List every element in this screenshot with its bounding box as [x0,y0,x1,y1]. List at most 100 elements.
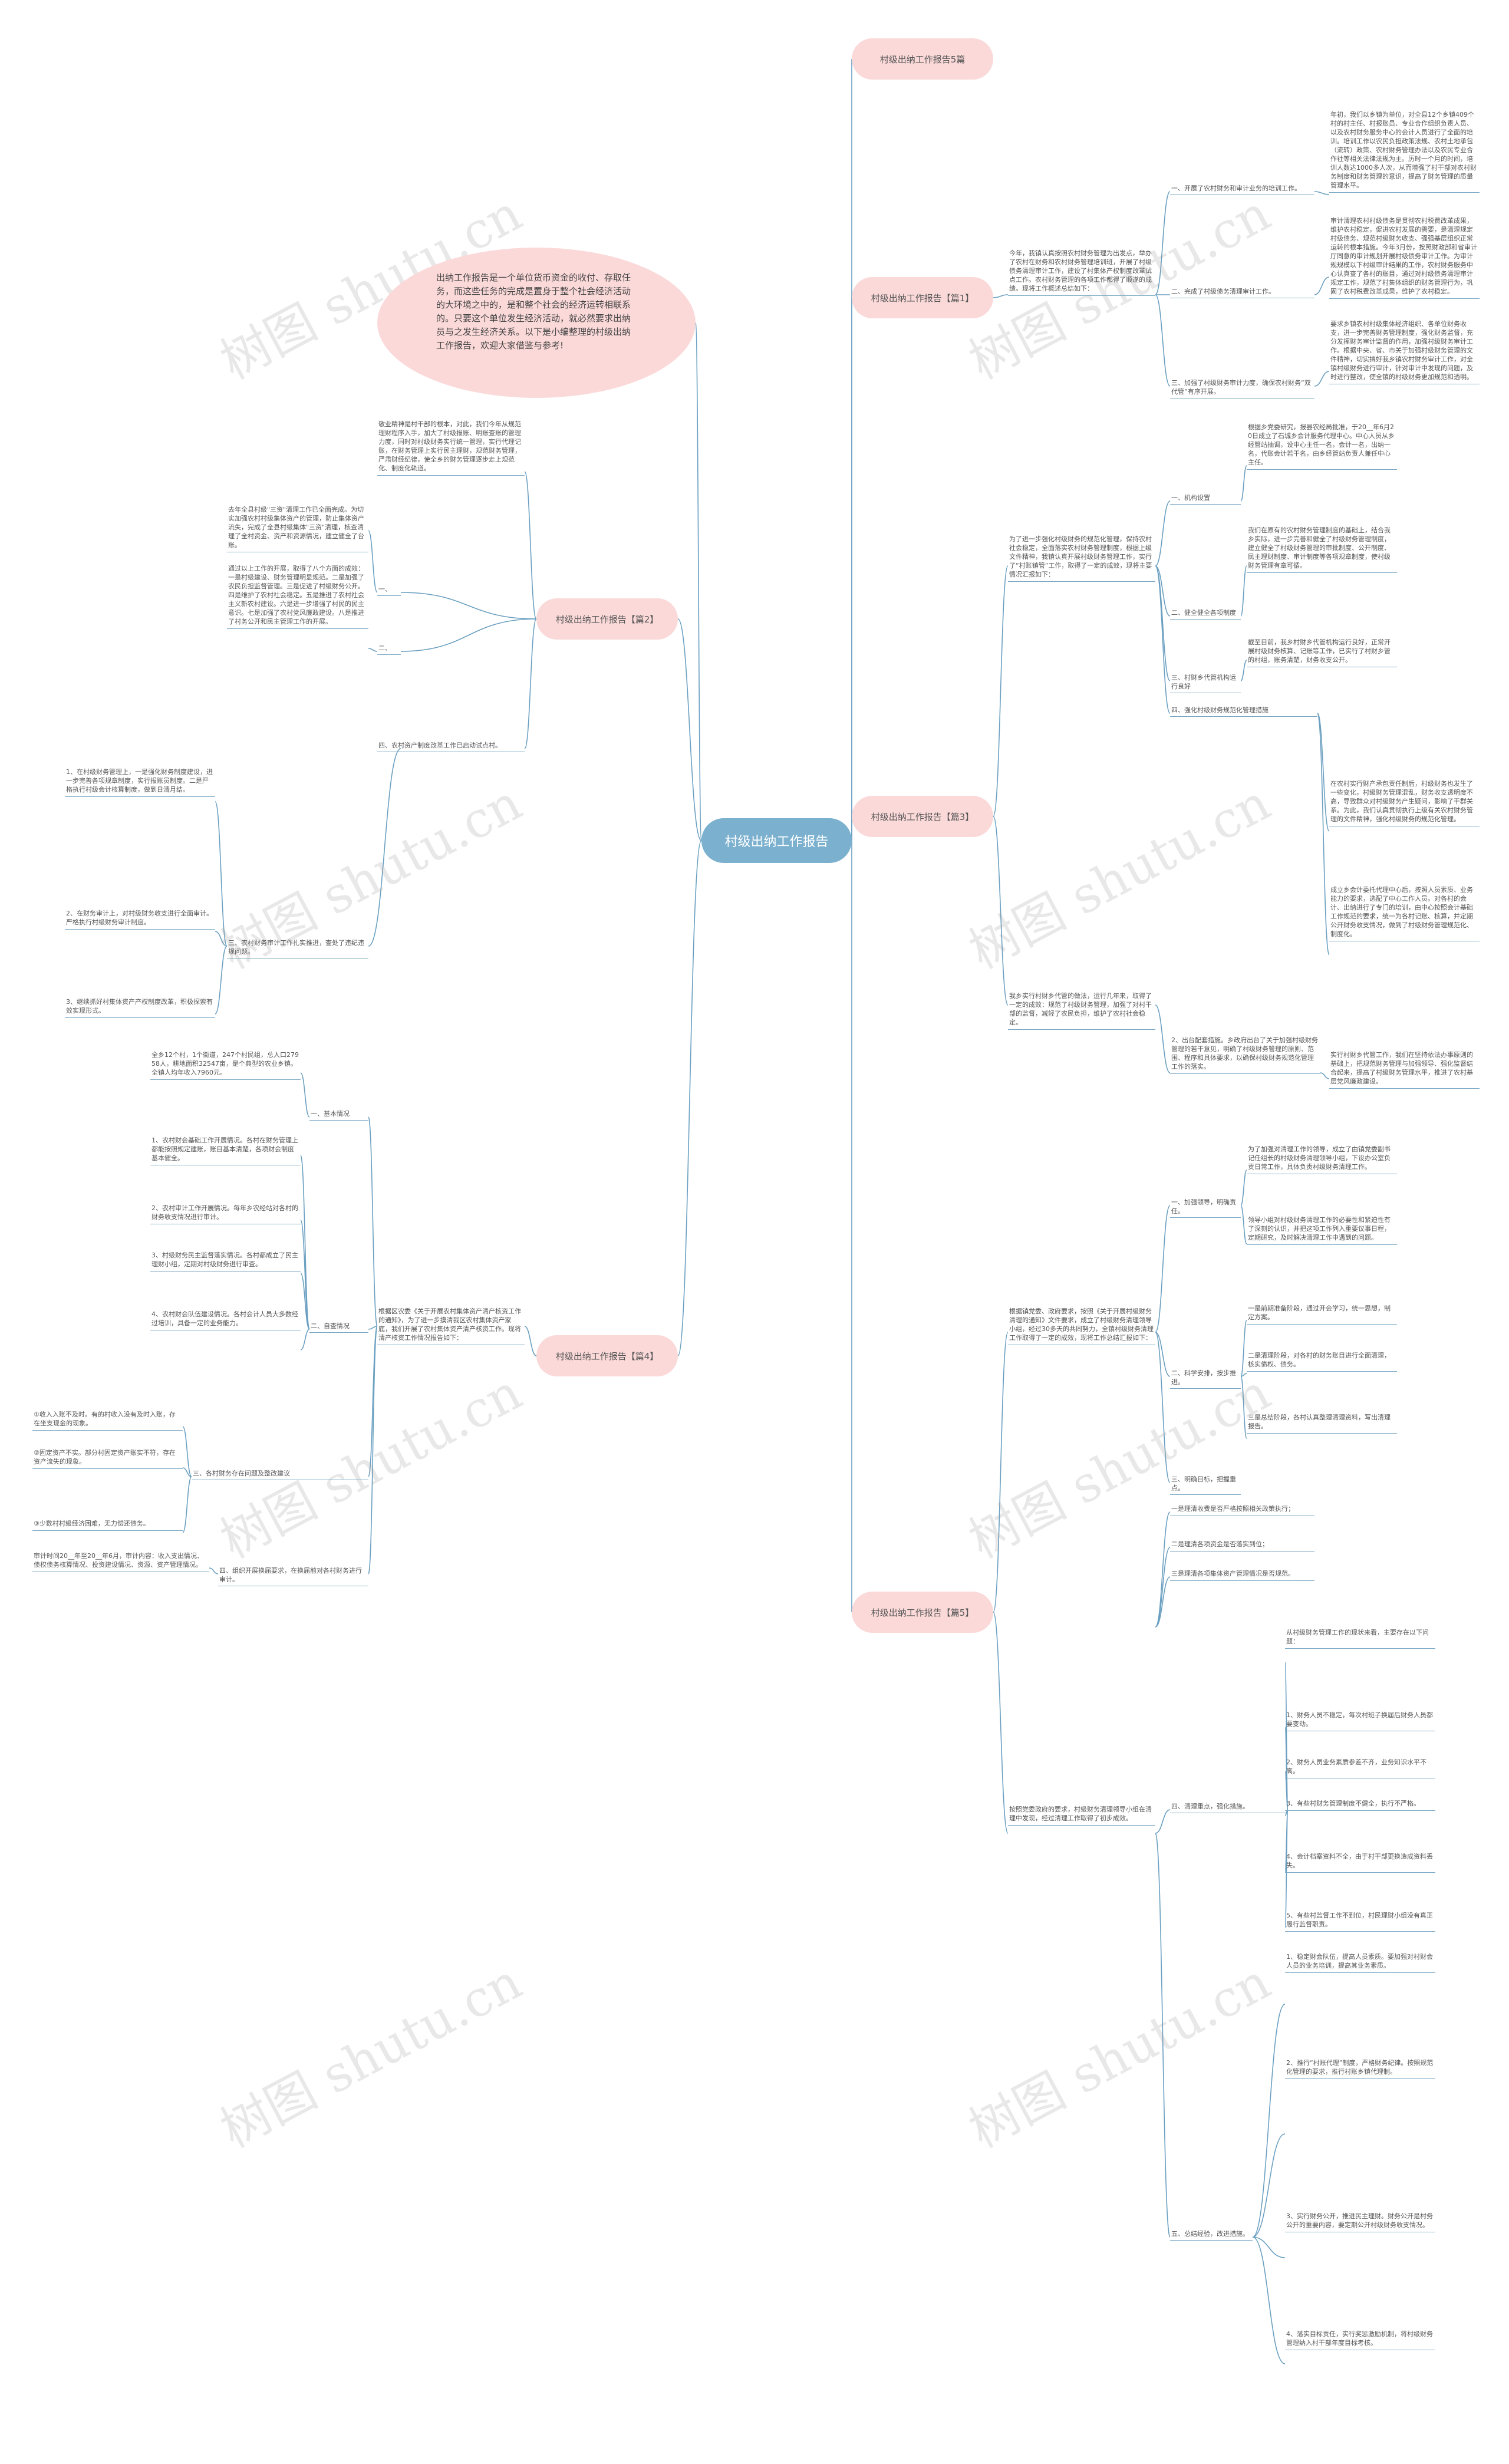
connector-line [524,471,537,620]
p5-text-5: 三是总结阶段，各村认真整理清理资料，写出清理报告。 [1247,1412,1397,1434]
connector-line [677,618,702,841]
connector-line [1155,1809,1171,1834]
p4-text-4: 审计时间20__年至20__年6月，审计内容：收入支出情况、债权债务核算情况、投… [32,1550,209,1572]
p4-child-3: 3、村级财务民主监督落实情况。各村都成立了民主理财小组，定期对村级财务进行审查。 [150,1250,301,1271]
center-node[interactable]: 村级出纳工作报告 [701,818,852,863]
connector-line [1155,1004,1171,1073]
p4-text-1: 全乡12个村，1个街道，247个村民组，总人口27958人，耕地面积32547亩… [150,1049,301,1080]
branch-article-4[interactable]: 村级出纳工作报告【篇4】 [536,1335,678,1376]
p3-text-1: 根据乡党委研究，报县农经局批准，于20__年6月20日成立了石城乡会计服务代理中… [1247,421,1397,470]
p4-section-3: 三、各村财务存在问题及整改建议 [192,1468,368,1480]
connector-line [300,1329,310,1350]
connector-line [993,1612,1009,1834]
p1-section-3: 三、加强了村级财务审计力度，确保农村财务“双代管”有序开展。 [1170,377,1314,398]
connector-line [1240,565,1247,617]
connector-line [1252,2236,1286,2364]
p1-text-1: 年初，我们以乡镇为单位，对全县12个乡镇409个村的村主任、村报账员、专业合作组… [1329,109,1480,193]
connector-line [1155,1833,1171,2238]
connector-line [1317,713,1330,832]
connector-line [300,1273,310,1330]
connector-line [677,840,702,1356]
p3-intro: 为了进一步强化村级财务的规范化管理，保持农村社会稳定，全面落实农村财务管理制度，… [1008,533,1155,582]
branch-article-2[interactable]: 村级出纳工作报告【篇2】 [536,598,678,640]
connector-line [1155,1332,1171,1377]
p4-section-4: 四、组织开展换届要求，在换届前对各村财务进行审计。 [218,1565,368,1586]
p1-section-2: 二、完成了村级债务清理审计工作。 [1170,286,1314,298]
branch-article-1[interactable]: 村级出纳工作报告【篇1】 [852,277,993,318]
p5-text-3: 一是前期准备阶段，通过开会学习，统一思想，制定方案。 [1247,1303,1397,1325]
connector-line [1320,1072,1330,1079]
p4-section-1: 一、基本情况 [309,1108,368,1121]
connector-line [524,618,537,749]
p5-measure-1: 1、稳定财会队伍，提高人员素质。要加强对村财会人员的业务培训，提高其业务素质。 [1285,1951,1435,1973]
p5-section-4: 四、清理重点，强化措施。 [1170,1801,1288,1813]
connector-line [1240,1376,1247,1439]
connector-line [1155,565,1171,681]
p5-text-4: 二是清理阶段，对各村的财务账目进行全面清理，核实债权、债务。 [1247,1350,1397,1372]
branch-title-5[interactable]: 村级出纳工作报告5篇 [852,38,993,80]
connector-line [1155,1576,1171,1628]
p4-child-2: 2、农村审计工作开展情况。每年乡农经站对各村的财务收支情况进行审计。 [150,1203,301,1224]
p3-text-3: 截至目前，我乡村财乡代管机构运行良好，正常开展村级财务核算、记账等工作，已实行了… [1247,637,1397,667]
summary-node[interactable]: 出纳工作报告是一个单位货币资金的收付、存取任务，而这些任务的完成是置身于整个社会… [377,248,696,398]
p4-issue-3: ③少数村村级经济困难，无力偿还债务。 [32,1518,183,1531]
p4-issue-2: ②固定资产不实。部分村固定资产账实不符，存在资产流失的现象。 [32,1447,183,1469]
connector-line [368,748,401,947]
connector-line [368,1326,378,1330]
p3-text-8: 实行村财乡代管工作，我们在坚持依法办事原则的基础上，把规范财务管理与加强领导、强… [1329,1049,1480,1089]
p3-section-1: 一、机构设置 [1170,492,1241,505]
connector-line [1155,1547,1171,1628]
p5-section-5: 五、总结经验，改进措施。 [1170,2228,1253,2241]
p2-text-1: 去年全县村级"三资"清理工作已全面完成。为切实加强农村村级集体资产的管理，防止集… [227,504,368,552]
p5-measure-4: 4、落实目标责任，实行奖惩激励机制，将村级财务管理纳入村干部年度目标考核。 [1285,2328,1435,2350]
connector-line [1284,1771,1289,1810]
p5-section-2: 二、科学安排，按步推进。 [1170,1368,1241,1389]
p1-text-2: 审计清理农村村级债务是贯彻农村税费改革成果，维护农村稳定，促进农村发展的需要，是… [1329,215,1480,299]
branch-article-3[interactable]: 村级出纳工作报告【篇3】 [852,796,993,837]
p5-problem-2: 1、财务人员不稳定，每次村班子换届后财务人员都要变动。 [1285,1709,1435,1731]
p2-section-4: 四、农村资产制度改革工作已启动试点村。 [377,740,525,752]
connector-line [300,1072,310,1118]
p3-text-2: 我们在原有的农村财务管理制度的基础上，结合我乡实际，进一步完善和健全了村级财务管… [1247,525,1397,573]
p5-problem-3: 2、财务人员业务素质参差不齐，业务知识水平不高。 [1285,1757,1435,1778]
branch-article-5[interactable]: 村级出纳工作报告【篇5】 [852,1592,993,1633]
connector-line [368,1326,378,1574]
p2-section-2: 二、 [377,643,401,655]
p3-section-2: 二、健全健全各项制度 [1170,607,1241,620]
connector-line [1155,1511,1171,1628]
connector-line [695,322,702,841]
p4-child-4: 4、农村财会队伍建设情况。各村会计人员大多数经过培训，具备一定的业务能力。 [150,1309,301,1330]
connector-line [1155,565,1171,714]
p5-intro-2: 按照党委政府的要求，村级财务清理领导小组在清理中发现，经过清理工作取得了初步成效… [1008,1804,1155,1826]
connector-line [368,1116,378,1327]
p2-section-3: 三、农村财务审计工作扎实推进，查处了违纪违规问题。 [227,937,368,958]
connector-line [993,816,1009,1006]
p2-text-2: 通过以上工作的开展，取得了八个方面的成效：一是村级建设、财务管理明显规范。二是加… [227,563,368,629]
p2-child-3: 3、继续抓好村集体资产产权制度改革，积极探索有效实现形式。 [65,996,215,1018]
connector-line [1240,1320,1247,1377]
connector-line [400,592,537,620]
connector-line [1314,371,1330,387]
p2-section-1: 一、 [377,584,401,596]
p3-text-7: 2、出台配套措施。乡政府出台了关于加强村级财务管理的若干意见，明确了村级财务管理… [1170,1035,1320,1074]
connector-line [993,1332,1009,1613]
connector-line [215,931,228,947]
p5-point-1: 一是理清收费是否严格按照相关政策执行； [1170,1503,1314,1516]
p3-text-4: 在农村实行财产承包责任制后，村级财务也发生了一些变化，村级财务管理混乱，财务收支… [1329,778,1480,826]
connector-line [993,294,1009,298]
connector-line [1155,1332,1171,1483]
p5-problem-4: 3、有些村财务管理制度不健全，执行不严格。 [1285,1798,1435,1811]
p1-intro: 今年，我镇认真按照农村财务管理为出发点，举办了农村在财务和农村财务管理培训班，开… [1008,248,1155,296]
p5-section-3: 三、明确目标，把握重点。 [1170,1474,1241,1495]
connector-line [1252,2133,1286,2238]
p3-section-3: 三、村财乡代管机构运行良好 [1170,672,1241,693]
p4-intro: 根据区农委《关于开展农村集体资产清产核资工作的通知》，为了进一步摸清我区农村集体… [377,1306,525,1345]
p5-section-1: 一、加强领导，明确责任。 [1170,1197,1241,1218]
connector-line [368,530,378,593]
p5-text-2: 领导小组对村级财务清理工作的必要性和紧迫性有了深刻的认识，并把这项工作列入重要议… [1247,1214,1397,1245]
connector-line [1240,660,1247,681]
connector-line [182,1467,192,1477]
connector-line [1155,294,1171,387]
connector-line [215,801,228,947]
